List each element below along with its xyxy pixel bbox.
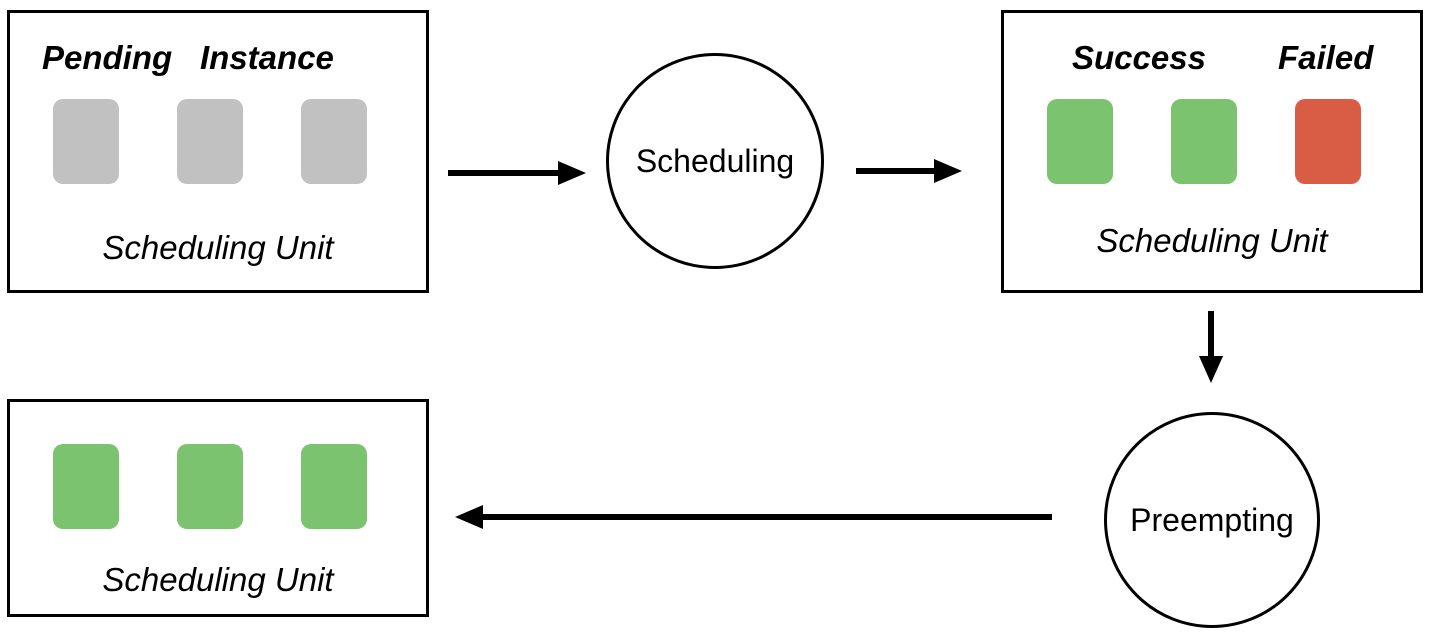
success-instance-slot [53,444,119,529]
preempting-node: Preempting [1104,412,1320,628]
pending-instance-slot [177,99,243,184]
success-instance-slot [177,444,243,529]
instance-title: Instance [200,39,334,76]
pending-instance-slot [301,99,367,184]
final-scheduling-unit-box: Scheduling Unit [7,399,429,617]
preempting-node-label: Preempting [1130,501,1294,538]
success-title: Success [1072,39,1206,76]
arrow-preempting-to-final [455,505,1052,529]
scheduling-node-label: Scheduling [635,142,795,179]
scheduling-node: Scheduling [606,53,824,269]
failed-instance-slot [1295,99,1361,184]
arrow-result-to-preempting [1199,311,1223,383]
pending-scheduling-unit-box: Pending Instance Scheduling Unit [7,10,429,293]
success-instance-slot [1171,99,1237,184]
failed-title: Failed [1278,39,1374,76]
scheduling-unit-label: Scheduling Unit [102,229,334,266]
scheduling-unit-label: Scheduling Unit [1096,222,1328,259]
pending-title: Pending [42,39,173,76]
arrow-pending-to-scheduling [448,161,586,185]
pending-instance-slot [53,99,119,184]
arrow-scheduling-to-result [856,159,962,183]
success-instance-slot [1047,99,1113,184]
result-scheduling-unit-box: Success Failed Scheduling Unit [1001,10,1423,293]
success-instance-slot [301,444,367,529]
scheduling-unit-label: Scheduling Unit [102,561,334,598]
